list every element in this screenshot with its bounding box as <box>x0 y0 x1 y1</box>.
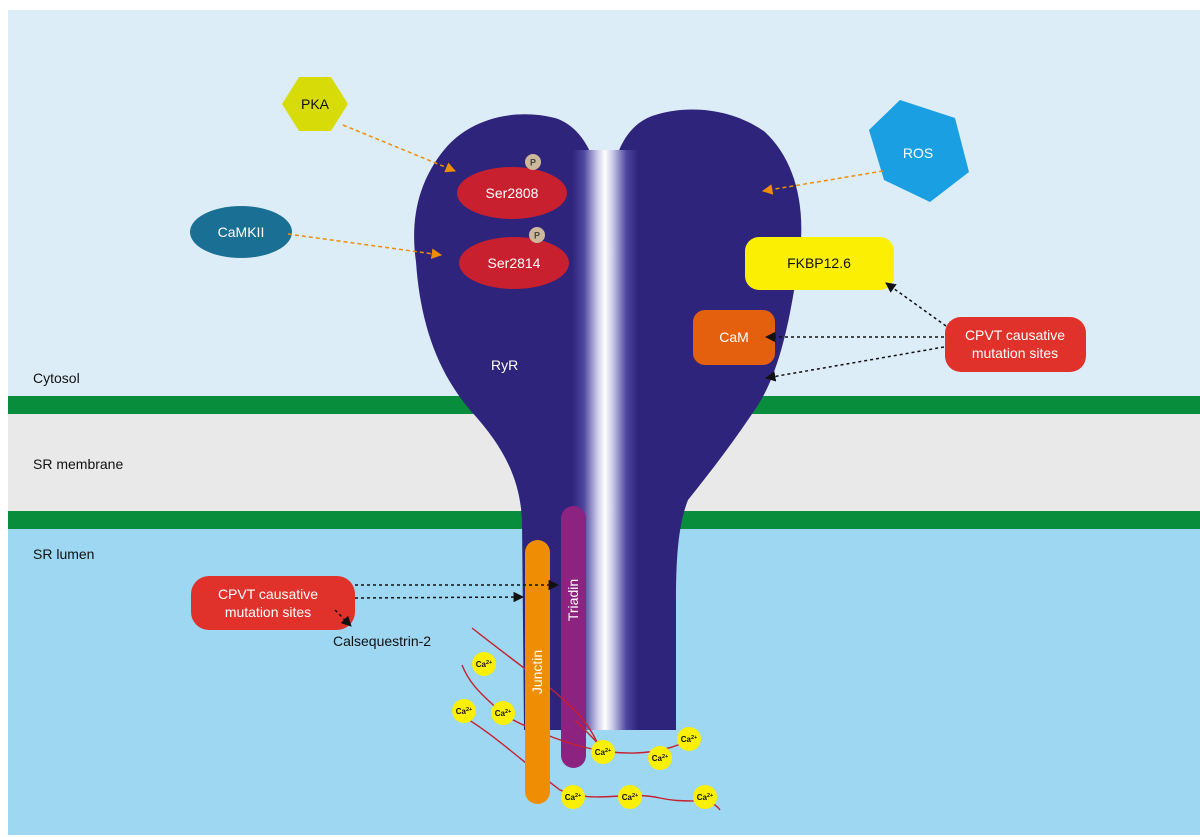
fkbp-label: FKBP12.6 <box>787 255 851 271</box>
cytosol-label: Cytosol <box>33 370 80 386</box>
ca-ion: Ca2+ <box>561 785 585 809</box>
sr-lumen-label: SR lumen <box>33 546 94 562</box>
ca-ion: Ca2+ <box>677 727 701 751</box>
ca-ion: Ca2+ <box>452 699 476 723</box>
camkii-node: CaMKII <box>190 206 292 258</box>
cpvt-top-line2: mutation sites <box>972 345 1058 361</box>
fkbp-node: FKBP12.6 <box>745 237 894 290</box>
triadin-bar <box>561 506 586 768</box>
cpvt-bottom-box <box>191 576 355 630</box>
ryr-label: RyR <box>491 357 518 373</box>
cam-node: CaM <box>693 310 775 365</box>
ser2814-label: Ser2814 <box>488 255 541 271</box>
camkii-label: CaMKII <box>218 224 265 240</box>
cpvt-bottom-node: CPVT causative mutation sites <box>191 576 355 630</box>
cpvt-top-node: CPVT causative mutation sites <box>945 317 1086 372</box>
ca-ion: Ca2+ <box>591 740 615 764</box>
calsequestrin-label: Calsequestrin-2 <box>333 633 431 649</box>
ca-ion: Ca2+ <box>618 785 642 809</box>
phospho-label-ser2808: P <box>530 158 536 168</box>
ser2808-label: Ser2808 <box>486 185 539 201</box>
cpvt-bottom-line1: CPVT causative <box>218 586 318 602</box>
ca-ion: Ca2+ <box>693 785 717 809</box>
cam-label: CaM <box>719 329 749 345</box>
triadin-label: Triadin <box>565 579 581 621</box>
phospho-label-ser2814: P <box>534 231 540 241</box>
sr-membrane-label: SR membrane <box>33 456 123 472</box>
triadin-node: Triadin <box>561 506 586 768</box>
junctin-label: Junctin <box>529 650 545 694</box>
ca-ion: Ca2+ <box>648 746 672 770</box>
pka-label: PKA <box>301 96 330 112</box>
ca-ion: Ca2+ <box>491 701 515 725</box>
cpvt-top-line1: CPVT causative <box>965 327 1065 343</box>
ca-ion: Ca2+ <box>472 652 496 676</box>
junctin-node: Junctin <box>525 540 550 804</box>
ros-label: ROS <box>903 145 933 161</box>
cpvt-bottom-line2: mutation sites <box>225 604 311 620</box>
